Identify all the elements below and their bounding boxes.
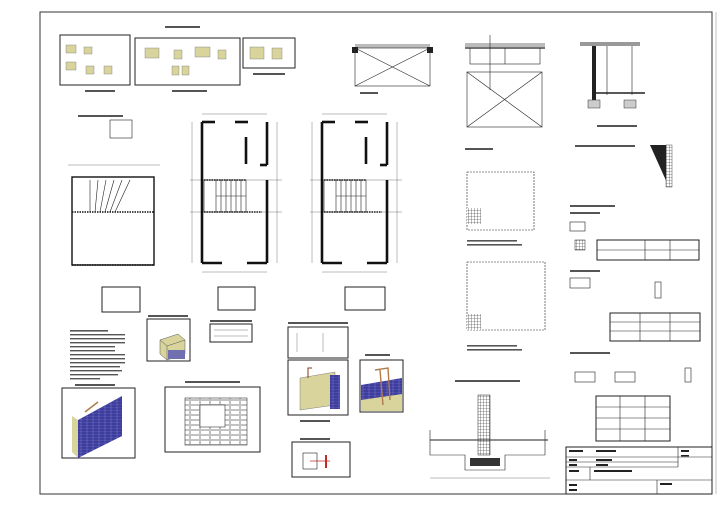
sheet-border <box>39 11 713 495</box>
slab-plans <box>466 171 546 351</box>
reinforcement-details <box>287 322 404 478</box>
block-catalog <box>59 26 296 92</box>
stair-elevation <box>68 115 160 313</box>
note-box <box>217 286 256 311</box>
block-detail <box>146 315 253 362</box>
title-block <box>565 446 713 495</box>
masonry-wall-detail <box>61 384 136 459</box>
general-notes <box>70 330 125 380</box>
foundation-section <box>429 380 550 479</box>
note-box <box>344 286 386 311</box>
section-details <box>352 35 673 188</box>
floor-plan-1 <box>188 112 284 274</box>
floor-plan-2 <box>308 112 404 274</box>
schedule-tables <box>569 205 701 442</box>
window-opening-detail <box>164 381 261 453</box>
